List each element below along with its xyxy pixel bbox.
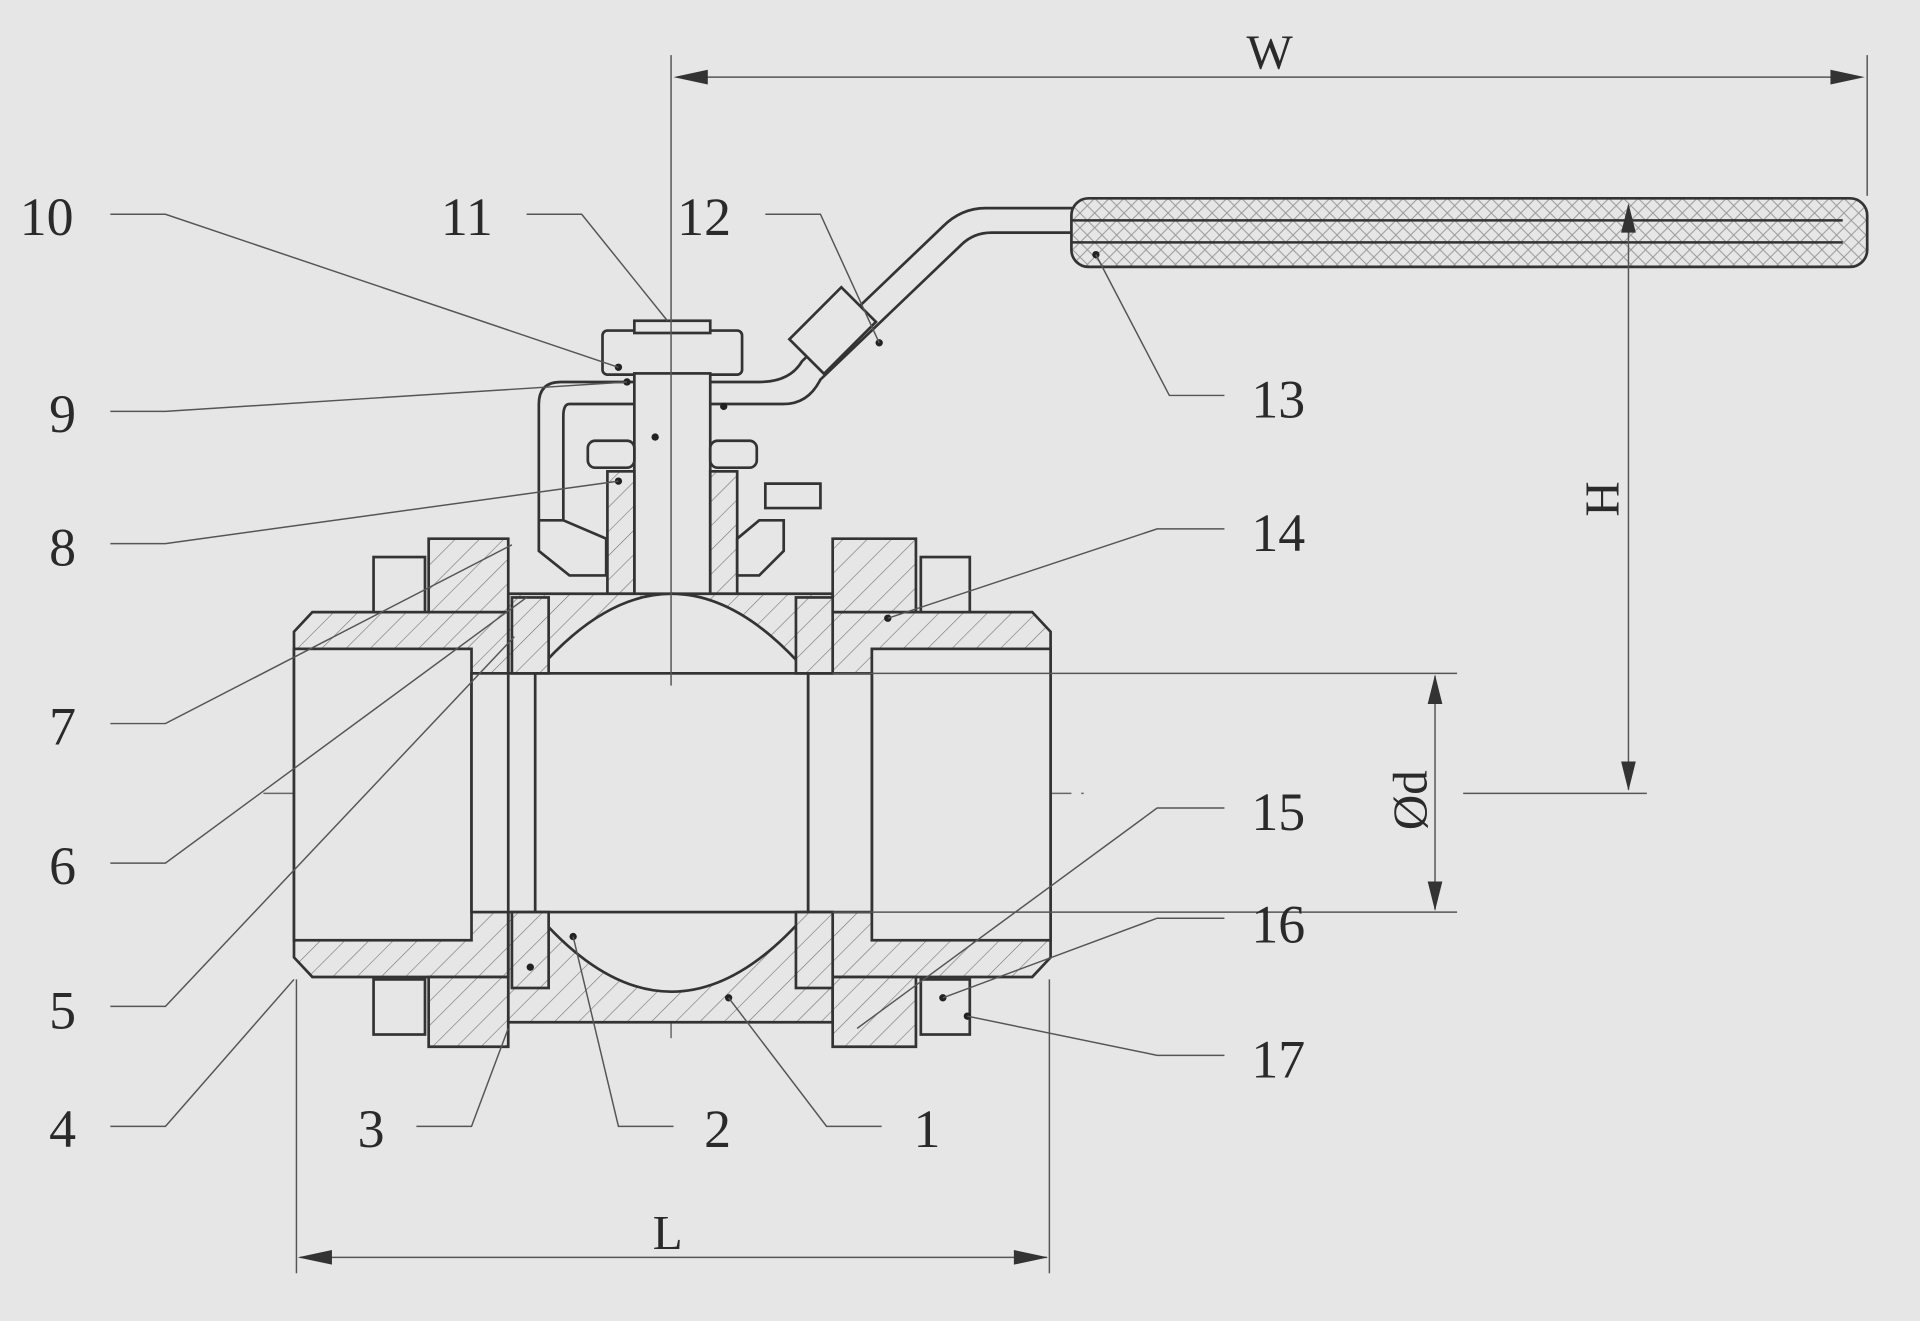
dimension-lines: [295, 55, 1868, 1274]
dimension-label-l: L: [653, 1205, 683, 1260]
part-label-11: 11: [441, 187, 493, 247]
valve-body: [292, 537, 1052, 1049]
part-label-9: 9: [49, 384, 76, 444]
dimension-label-w: W: [1246, 25, 1293, 80]
part-label-16: 16: [1251, 895, 1305, 955]
part-label-15: 15: [1251, 782, 1305, 842]
part-label-4: 4: [49, 1099, 76, 1159]
handle: [537, 196, 1869, 522]
part-label-8: 8: [49, 518, 76, 578]
dimension-label-h: H: [1575, 481, 1630, 516]
part-label-5: 5: [49, 980, 76, 1040]
dimension-label-bore: Ød: [1382, 770, 1437, 830]
part-label-6: 6: [49, 836, 76, 896]
leader-lines: [110, 213, 1225, 1128]
part-label-3: 3: [358, 1099, 385, 1159]
part-label-1: 1: [913, 1099, 940, 1159]
part-label-10: 10: [20, 187, 74, 247]
part-label-12: 12: [677, 187, 731, 247]
dimension-labels: W L H Ød: [653, 25, 1630, 1260]
part-label-13: 13: [1251, 369, 1305, 429]
part-label-2: 2: [704, 1099, 731, 1159]
part-label-7: 7: [49, 696, 76, 756]
part-label-14: 14: [1251, 503, 1305, 563]
part-labels: 10 11 12 9 8 7 6 5 4 3 2 1 13 14 15 16 1…: [20, 187, 1306, 1159]
handle-grip-sleeve: [1070, 196, 1869, 269]
part-label-17: 17: [1251, 1029, 1305, 1089]
